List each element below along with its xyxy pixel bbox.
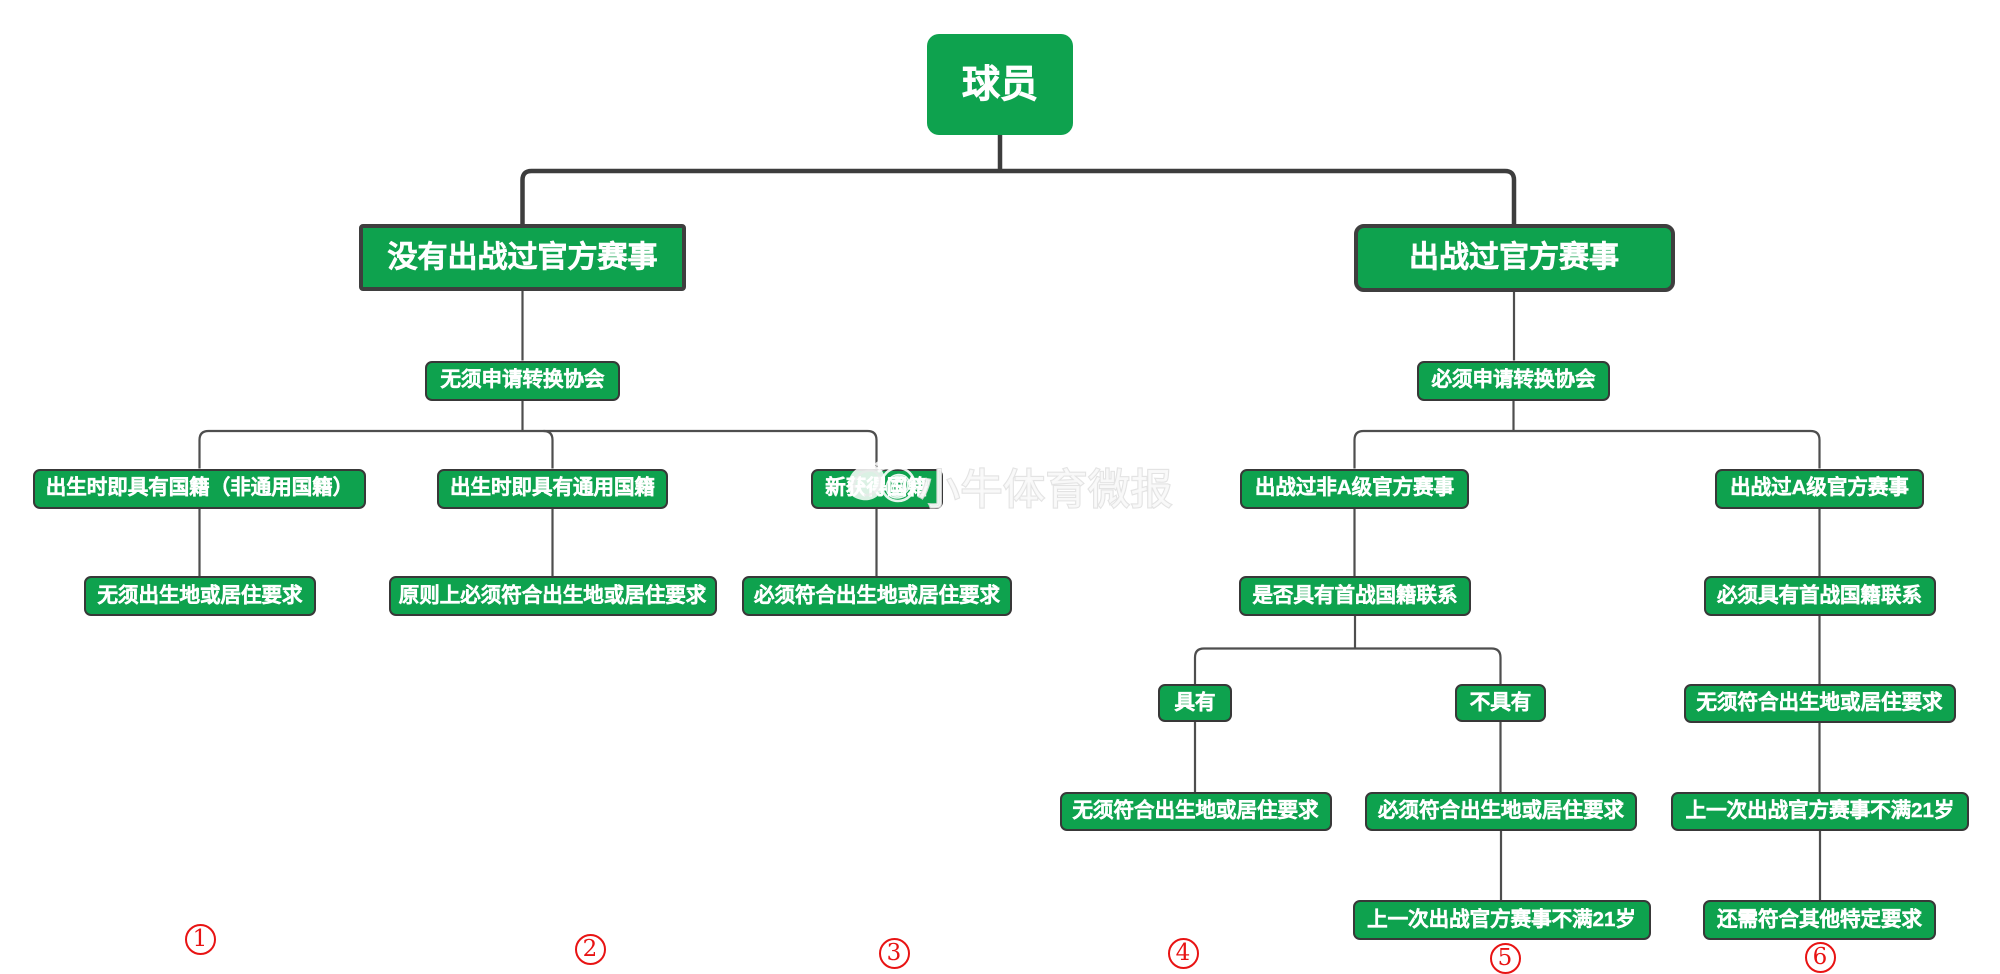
node-new-nationality: 新获得国籍: [810, 468, 943, 509]
node-must-apply: 必须申请转换协会: [1417, 360, 1610, 401]
node-root: 球员: [927, 34, 1073, 135]
circled-number-5: 5: [1489, 942, 1521, 974]
node-other-req: 还需符合其他特定要求: [1703, 900, 1936, 940]
circled-number-3: 3: [878, 937, 910, 969]
circled-number-2: 2: [574, 933, 606, 965]
node-has-link: 具有: [1158, 684, 1232, 722]
node-first-link: 是否具有首战国籍联系: [1239, 576, 1471, 616]
circled-number-4: 4: [1167, 937, 1199, 969]
edge-group-must-apply-rail: [1353, 429, 1821, 469]
node-u21-r7: 上一次出战官方赛事不满21岁: [1671, 792, 1969, 831]
node-must-first-link: 必须具有首战国籍联系: [1703, 576, 1936, 616]
node-must-req: 必须符合出生地或居住要求: [742, 576, 1012, 616]
node-birth-noncommon: 出生时即具有国籍（非通用国籍）: [33, 468, 366, 509]
node-no-birth-req-l7: 无须符合出生地或居住要求: [1059, 792, 1332, 831]
node-no-link: 不具有: [1455, 684, 1546, 722]
edge-group-no-apply-branch-birth-common: [543, 429, 554, 469]
edge-group-first-link-rail: [1193, 647, 1502, 684]
node-must-birth-req-l7: 必须符合出生地或居住要求: [1365, 792, 1637, 831]
edge-group-no-apply-rail: [198, 429, 878, 469]
circled-number-1: 1: [184, 923, 216, 955]
edge-group-root-rail: [520, 168, 1517, 224]
node-no-birth-req: 无须出生地或居住要求: [84, 576, 316, 616]
node-non-a-level: 出战过非A级官方赛事: [1240, 468, 1469, 509]
node-principle-req: 原则上必须符合出生地或居住要求: [388, 576, 717, 616]
node-no-official: 没有出战过官方赛事: [359, 224, 686, 291]
node-no-birth-req-r: 无须符合出生地或居住要求: [1683, 684, 1956, 723]
node-birth-common: 出生时即具有通用国籍: [437, 468, 668, 509]
circled-number-6: 6: [1804, 941, 1836, 973]
node-official: 出战过官方赛事: [1353, 224, 1675, 292]
node-no-apply: 无须申请转换协会: [425, 360, 620, 401]
node-u21-l8: 上一次出战官方赛事不满21岁: [1352, 900, 1651, 940]
node-a-level: 出战过A级官方赛事: [1715, 468, 1924, 509]
